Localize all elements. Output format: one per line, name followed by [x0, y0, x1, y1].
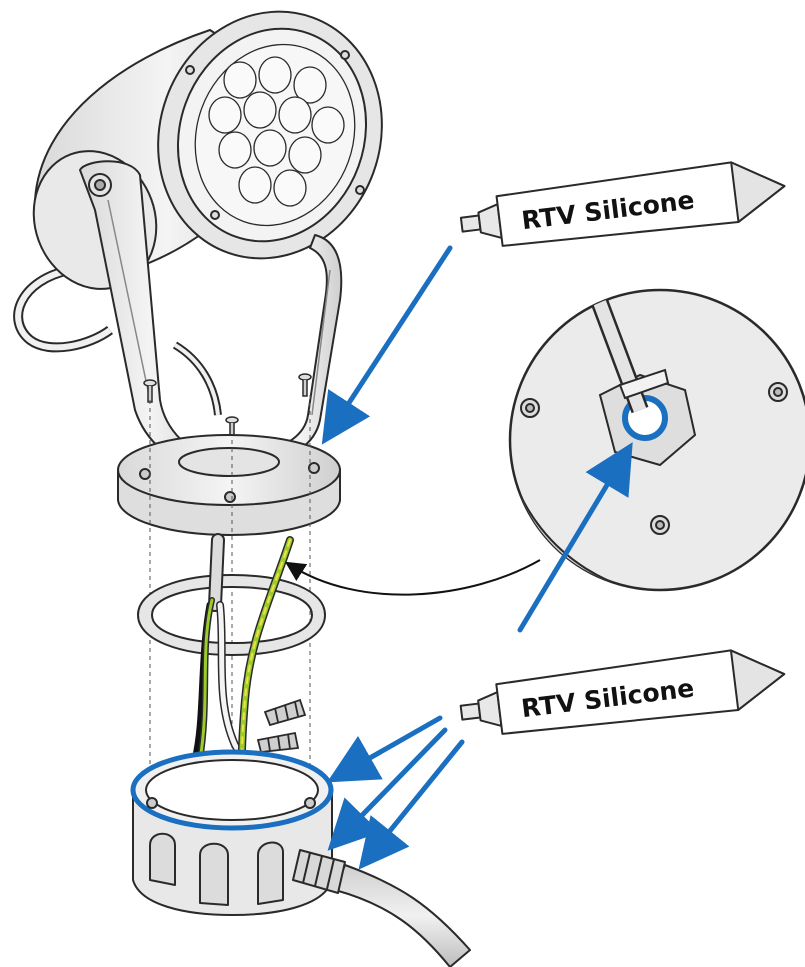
gasket-ring	[136, 573, 327, 657]
arrow-to-conduit	[358, 739, 465, 870]
wire-nut-icon	[256, 731, 300, 753]
silicone-bead	[130, 749, 334, 831]
wire-nut-icon	[263, 698, 307, 727]
inset-detail	[508, 288, 805, 592]
yoke-screws	[143, 373, 312, 440]
tube-icon	[459, 161, 786, 247]
arrow-to-inset-fitting	[517, 442, 633, 633]
arrow-to-base-plate	[321, 245, 453, 445]
tube-icon	[459, 649, 786, 735]
fixture-head	[13, 10, 383, 353]
silicone-tube-lower: RTV Silicone	[459, 649, 786, 735]
screw-icon	[143, 379, 157, 403]
yoke-right-arm	[259, 234, 343, 463]
arrow-to-box-side	[327, 727, 448, 851]
blue-arrows	[321, 245, 633, 870]
conduit-cable	[292, 849, 471, 967]
base-plate	[117, 434, 341, 536]
screw-icon	[298, 373, 312, 397]
mounting-yoke	[79, 160, 343, 471]
led-lens	[194, 43, 356, 227]
silicone-tube-upper: RTV Silicone	[459, 161, 786, 247]
junction-box	[130, 749, 334, 916]
inset-pointer-arrow	[284, 559, 541, 596]
arrow-to-box-rim	[326, 715, 443, 783]
